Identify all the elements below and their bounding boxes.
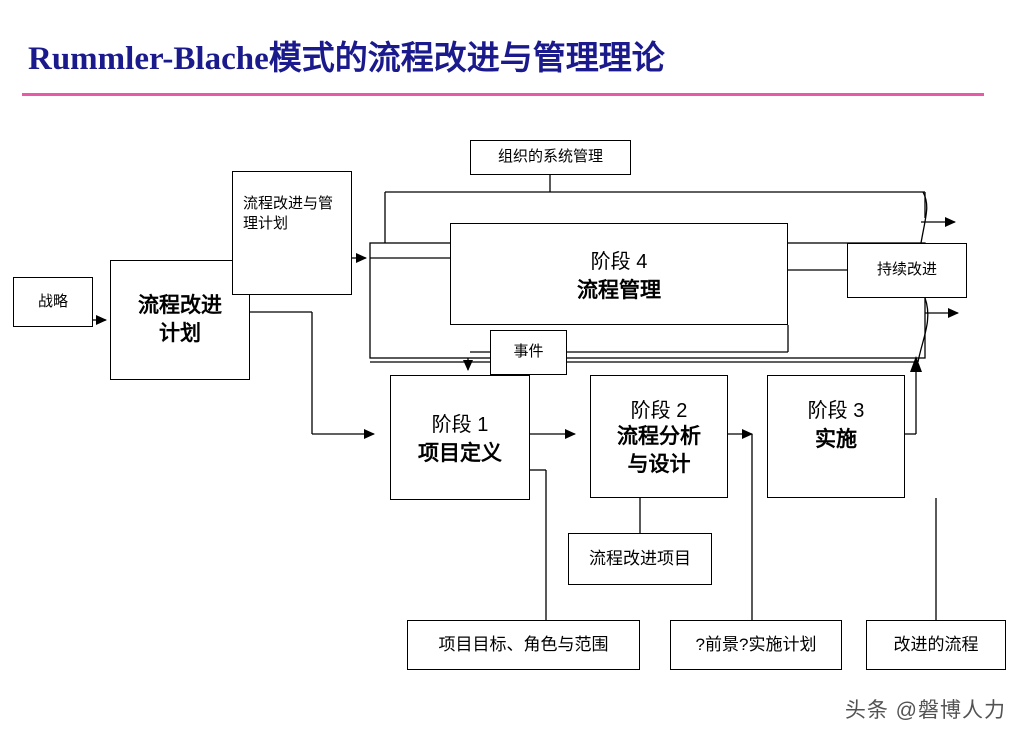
node-phase-2-title: 阶段 2: [630, 399, 688, 422]
node-improved-process[interactable]: 改进的流程: [866, 620, 1006, 670]
node-phase-1-subtitle: 项目定义: [418, 442, 502, 465]
node-phase-4[interactable]: 阶段 4 流程管理: [450, 223, 788, 325]
node-improvement-mgmt-plan[interactable]: 流程改进与管 理计划: [232, 171, 352, 295]
node-event[interactable]: 事件: [490, 330, 567, 375]
node-improvement-mgmt-plan-label: 流程改进与管 理计划: [243, 195, 334, 233]
node-strategy-label: 战略: [37, 292, 68, 310]
node-project-goal-role-scope[interactable]: 项目目标、角色与范围: [407, 620, 640, 670]
node-improvement-plan[interactable]: 流程改进 计划: [110, 260, 250, 380]
node-improvement-plan-label: 流程改进 计划: [138, 293, 222, 345]
node-phase-4-subtitle: 流程管理: [577, 278, 661, 302]
node-phase-2[interactable]: 阶段 2 流程分析 与设计: [590, 375, 728, 498]
node-org-system-management-label: 组织的系统管理: [497, 148, 603, 166]
title-underline-rule: [22, 93, 984, 96]
node-phase-2-subtitle: 流程分析 与设计: [617, 424, 701, 476]
node-phase-1-title: 阶段 1: [431, 414, 489, 436]
node-strategy[interactable]: 战略: [13, 277, 93, 327]
node-phase-1[interactable]: 阶段 1 项目定义: [390, 375, 530, 500]
node-phase-3-title: 阶段 3: [807, 400, 865, 422]
node-vision-implementation-plan[interactable]: ?前景?实施计划: [670, 620, 842, 670]
watermark-text: 头条 @磐博人力: [844, 699, 1006, 722]
node-org-system-management[interactable]: 组织的系统管理: [470, 140, 631, 175]
node-phase-3-subtitle: 实施: [815, 428, 857, 451]
node-continuous-improvement-label: 持续改进: [876, 261, 937, 279]
node-continuous-improvement[interactable]: 持续改进: [847, 243, 967, 298]
node-improvement-project-label: 流程改进项目: [589, 548, 691, 568]
node-improved-process-label: 改进的流程: [893, 634, 979, 654]
title-bar: Rummler-Blache模式的流程改进与管理理论: [0, 36, 1028, 96]
node-vision-implementation-plan-label: ?前景?实施计划: [695, 634, 817, 654]
page-title: Rummler-Blache模式的流程改进与管理理论: [28, 41, 665, 77]
node-phase-3[interactable]: 阶段 3 实施: [767, 375, 905, 498]
node-phase-4-title: 阶段 4: [590, 250, 648, 273]
node-event-label: 事件: [513, 343, 544, 361]
node-project-goal-role-scope-label: 项目目标、角色与范围: [438, 634, 609, 654]
node-improvement-project[interactable]: 流程改进项目: [568, 533, 712, 585]
